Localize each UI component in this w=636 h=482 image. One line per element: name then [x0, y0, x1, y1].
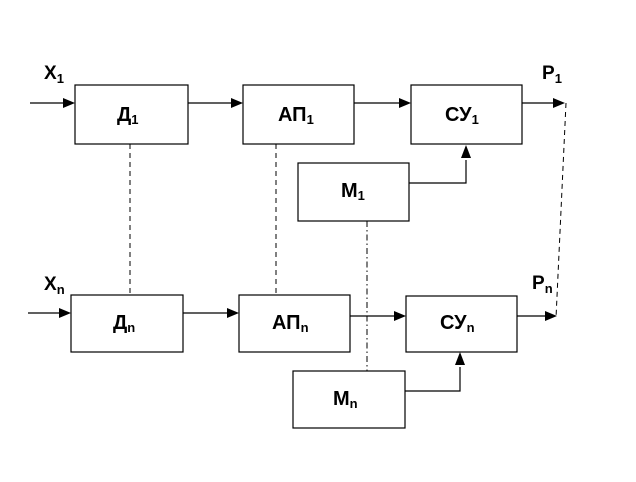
arrowhead: [227, 308, 239, 318]
block-sun-label: СУn: [440, 312, 475, 335]
arrowhead: [231, 98, 243, 108]
block-apn-label: АПn: [272, 312, 309, 335]
arrowhead: [59, 308, 71, 318]
arrowhead: [461, 145, 471, 158]
block-ap1-label: АП1: [278, 104, 314, 127]
output-label-pn: Pn: [532, 273, 553, 296]
arrowhead: [545, 311, 557, 321]
wire-m1-su1: [409, 160, 467, 184]
block-su1-label: СУ1: [445, 104, 479, 127]
block-mn-label: Мn: [333, 388, 358, 411]
arrowhead: [455, 352, 465, 365]
block-d1: [74, 84, 189, 145]
block-m1: [297, 162, 410, 222]
block-sun: [405, 295, 518, 353]
block-su1: [410, 84, 523, 145]
arrowhead: [394, 311, 406, 321]
block-dn-label: Дn: [113, 312, 135, 335]
wire-mn-sun: [405, 367, 461, 392]
arrowhead: [399, 98, 411, 108]
arrowhead: [553, 98, 565, 108]
coupling-p1-pn: [555, 102, 567, 319]
block-mn: [292, 370, 406, 429]
output-label-p1: P1: [542, 63, 562, 86]
block-apn: [238, 294, 351, 353]
block-dn: [70, 294, 184, 353]
input-label-xn: Xn: [44, 274, 65, 297]
block-ap1: [242, 84, 355, 145]
block-m1-label: М1: [341, 180, 365, 203]
input-label-x1: X1: [44, 63, 64, 86]
block-d1-label: Д1: [117, 104, 138, 127]
arrowhead: [63, 98, 75, 108]
